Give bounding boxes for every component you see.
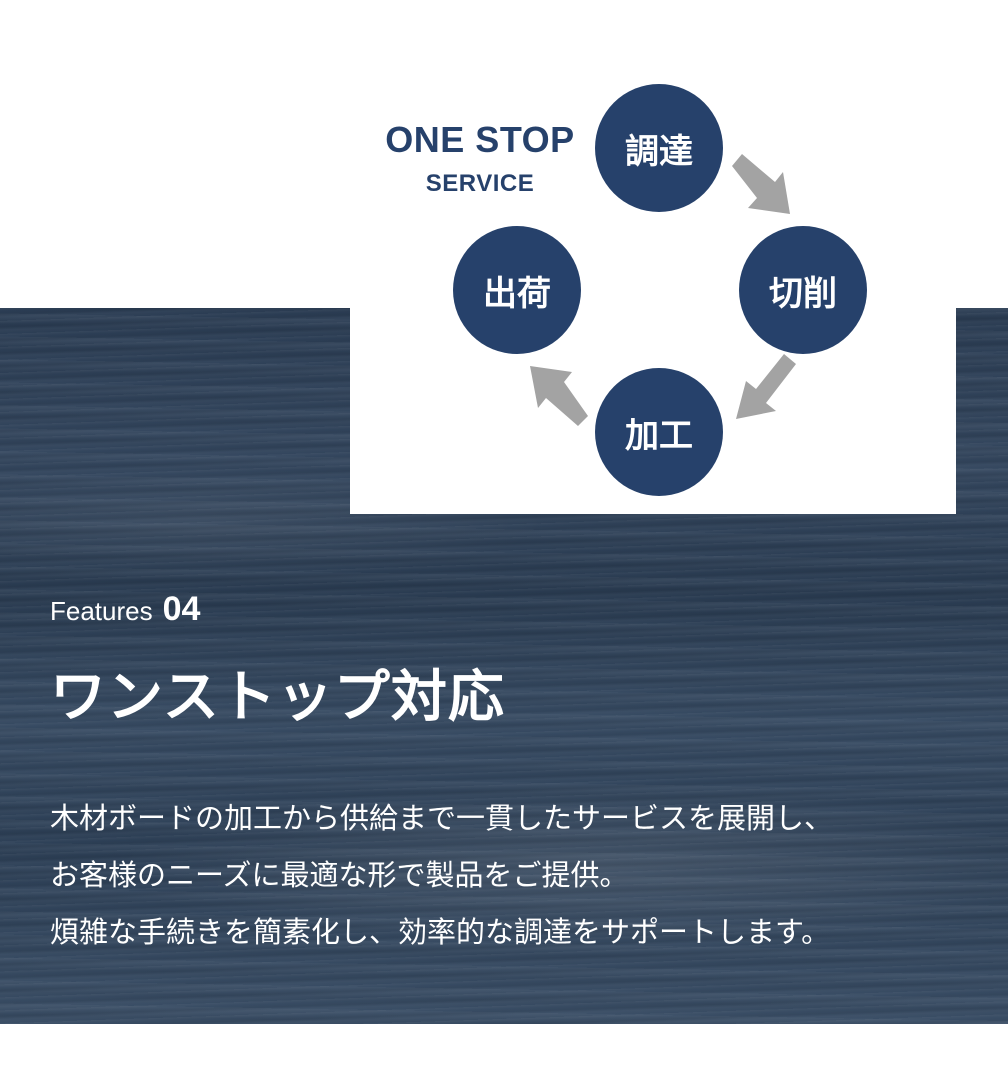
step-cut-circle: 切削 [739, 226, 867, 354]
feature-label: Features 04 [50, 590, 200, 629]
description-line: お客様のニーズに最適な形で製品をご提供。 [50, 858, 629, 892]
feature-number: 04 [162, 590, 201, 628]
arrow-process-to-ship [530, 366, 588, 426]
description-line: 煩雑な手続きを簡素化し、効率的な調達をサポートします。 [50, 915, 831, 949]
feature-heading: ワンストップ対応 [50, 665, 505, 730]
feature-description: 木材ボードの加工から供給まで一貫したサービスを展開し、 お客様のニーズに最適な形… [50, 790, 970, 961]
one-stop-title: ONE STOP [385, 119, 575, 160]
step-procure-circle: 調達 [595, 84, 723, 212]
arrow-cut-to-process [736, 354, 796, 419]
one-stop-diagram-card: ONE STOP SERVICE 調達 切削 加工 出荷 [350, 64, 956, 514]
step-ship-circle: 出荷 [453, 226, 581, 354]
cycle-arrows [530, 154, 796, 426]
service-subtitle: SERVICE [425, 170, 535, 197]
description-line: 木材ボードの加工から供給まで一貫したサービスを展開し、 [50, 801, 834, 835]
feature-label-text: Features [50, 596, 153, 626]
step-process-circle: 加工 [595, 368, 723, 496]
bottom-spacer [0, 1024, 1008, 1076]
arrow-procure-to-cut [732, 154, 790, 214]
